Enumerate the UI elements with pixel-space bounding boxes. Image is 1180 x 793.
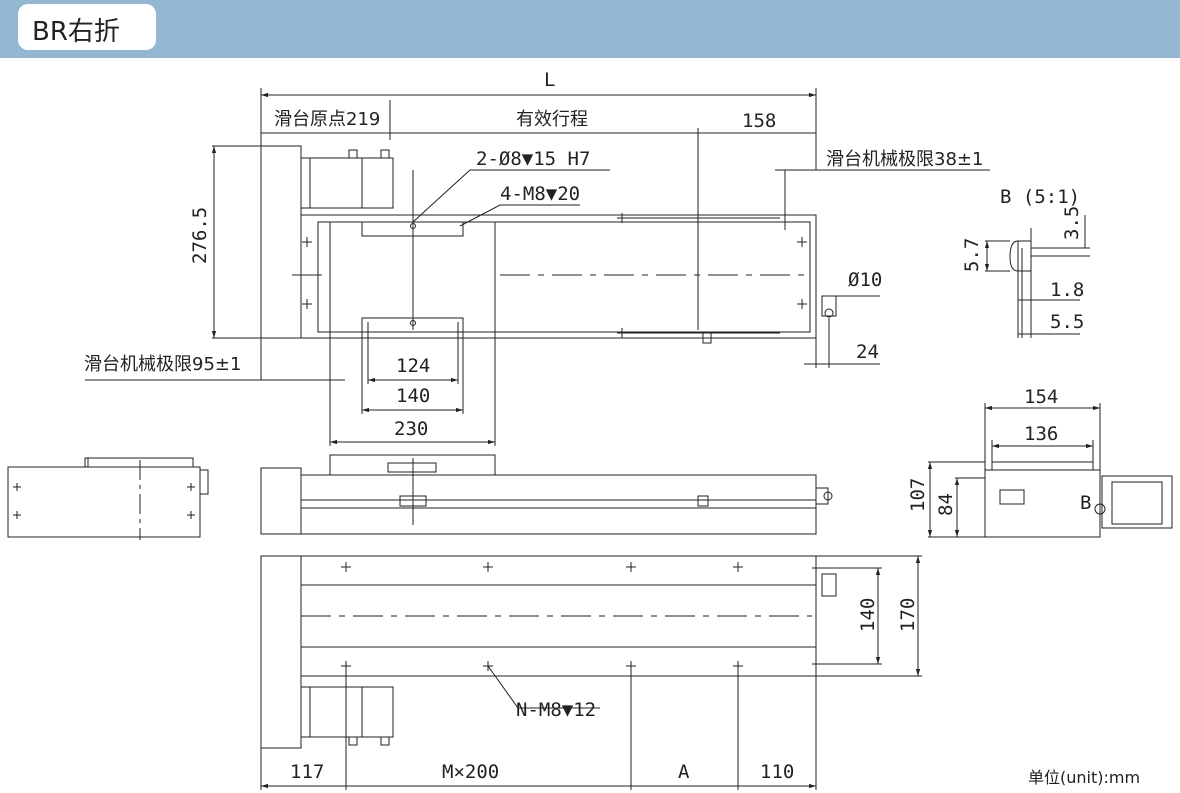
unit-note: 单位(unit):mm — [1028, 768, 1141, 787]
header-bar: BR右折 — [0, 0, 1180, 58]
dim-140: 140 — [396, 385, 430, 407]
dim-107: 107 — [907, 478, 929, 512]
dim-3-5: 3.5 — [1061, 206, 1083, 240]
left-end-view — [7, 457, 209, 540]
title-tab: BR右折 — [18, 4, 156, 50]
dim-140-v: 140 — [857, 598, 879, 632]
dim-110: 110 — [760, 761, 794, 783]
label-origin: 滑台原点219 — [274, 109, 380, 130]
dim-117: 117 — [290, 761, 324, 783]
dim-24: 24 — [856, 341, 879, 363]
label-nm8: N-M8▼12 — [516, 699, 596, 721]
dim-d10: Ø10 — [848, 269, 882, 291]
right-end-view — [927, 403, 1173, 538]
bottom-view — [260, 555, 922, 790]
label-hole2: 4-M8▼20 — [500, 183, 580, 205]
label-limit-right: 滑台机械极限38±1 — [826, 149, 983, 170]
dim-1-8: 1.8 — [1050, 279, 1084, 301]
dim-84: 84 — [935, 493, 957, 516]
top-view — [85, 88, 990, 446]
dim-5-7: 5.7 — [961, 238, 983, 272]
dim-158: 158 — [742, 110, 776, 132]
dim-230: 230 — [394, 418, 428, 440]
label-limit-left: 滑台机械极限95±1 — [84, 354, 241, 375]
dim-154: 154 — [1024, 386, 1058, 408]
label-hole1: 2-Ø8▼15 H7 — [476, 148, 590, 170]
dimension-labels: L 滑台原点219 有效行程 158 2-Ø8▼15 H7 4-M8▼20 滑台… — [84, 69, 1091, 783]
label-b: B — [1080, 492, 1091, 514]
dim-m200: M×200 — [442, 761, 499, 783]
dim-L: L — [544, 69, 555, 91]
dim-136: 136 — [1024, 423, 1058, 445]
dim-5-5: 5.5 — [1050, 311, 1084, 333]
detail-b — [984, 215, 1090, 338]
label-stroke: 有效行程 — [516, 109, 588, 130]
page-title: BR右折 — [32, 17, 120, 47]
side-view — [260, 454, 833, 535]
dim-276: 276.5 — [189, 207, 211, 264]
dim-170: 170 — [897, 598, 919, 632]
dim-a: A — [678, 761, 690, 783]
dim-124: 124 — [396, 355, 430, 377]
label-detail-b: B (5:1) — [1000, 186, 1080, 208]
